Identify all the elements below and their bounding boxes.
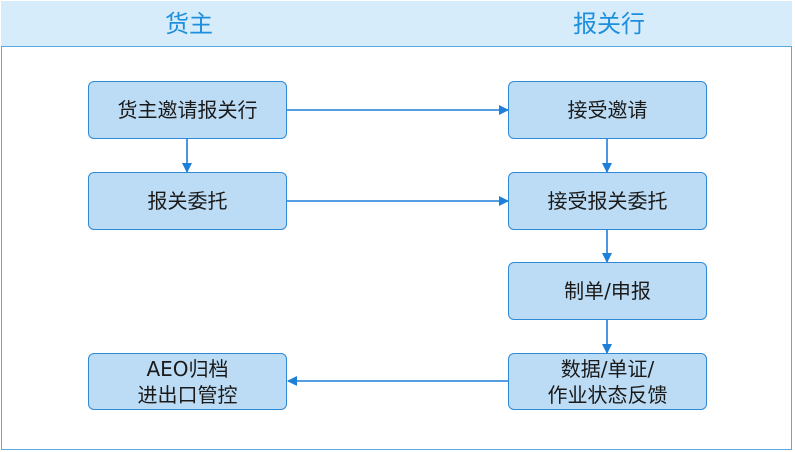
node-prepare-declare: 制单/申报 <box>508 262 707 320</box>
node-accept-invite-label: 接受邀请 <box>567 98 648 122</box>
lane-title-owner: 货主 <box>165 10 213 38</box>
node-accept-entrust-label: 接受报关委托 <box>547 189 668 213</box>
node-prepare-declare-label: 制单/申报 <box>564 279 651 303</box>
node-entrust-label: 报关委托 <box>147 189 228 213</box>
node-entrust: 报关委托 <box>88 172 287 230</box>
node-archive: AEO归档 进出口管控 <box>88 353 287 410</box>
node-feedback-label-line2: 作业状态反馈 <box>547 382 668 407</box>
lane-header: 货主 报关行 <box>1 1 792 47</box>
node-feedback-label-line1: 数据/单证/ <box>560 356 655 381</box>
node-owner-invite: 货主邀请报关行 <box>88 81 287 139</box>
node-accept-invite: 接受邀请 <box>508 81 707 139</box>
node-accept-entrust: 接受报关委托 <box>508 172 707 230</box>
node-archive-label-line1: AEO归档 <box>146 356 229 381</box>
node-owner-invite-label: 货主邀请报关行 <box>117 98 258 122</box>
node-archive-label-line2: 进出口管控 <box>137 382 238 407</box>
node-feedback: 数据/单证/ 作业状态反馈 <box>508 353 707 410</box>
lane-title-broker: 报关行 <box>573 10 645 38</box>
